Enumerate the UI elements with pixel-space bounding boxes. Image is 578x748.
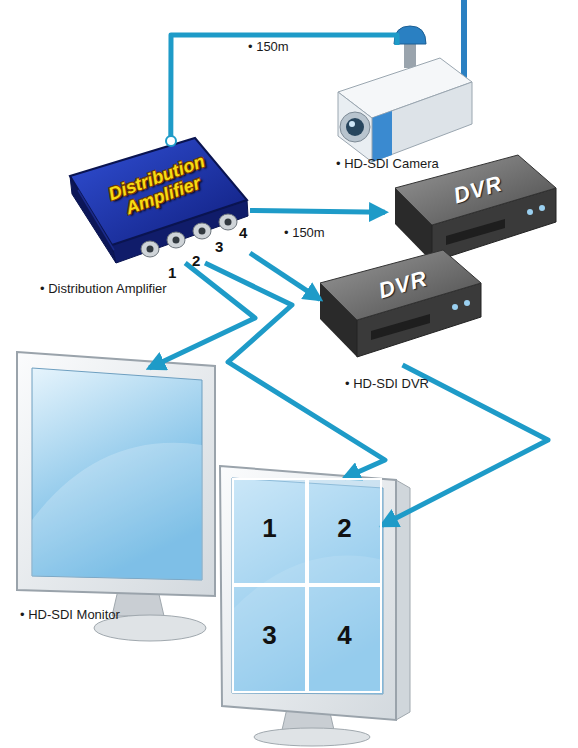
camera-body-side: [372, 82, 472, 162]
device-caption: • Distribution Amplifier: [40, 282, 220, 297]
port-number: 3: [215, 238, 235, 255]
device-caption: • HD-SDI DVR: [345, 377, 495, 392]
monitor-frame: [220, 466, 396, 720]
device-title: Distribution Amplifier: [95, 148, 224, 226]
monitor-frame: [17, 352, 215, 596]
cable-connector: [205, 263, 385, 478]
device-caption: • HD-SDI Monitor: [20, 608, 170, 623]
device-title: DVR: [366, 263, 440, 307]
dvr-recorder: DVR: [385, 155, 557, 265]
screen-quadrant: 2: [307, 478, 382, 585]
device-title: DVR: [441, 168, 515, 212]
port-number: 4: [239, 224, 259, 241]
device-caption: • HD-SDI Camera: [336, 157, 486, 172]
dvr-light: [452, 304, 458, 310]
screen-quadrant: 3: [232, 585, 307, 693]
monitor-screen: [32, 368, 202, 580]
bnc-connector: [219, 214, 237, 230]
port-number: 2: [192, 252, 212, 269]
dvr-light: [464, 300, 470, 306]
bnc-connector: [193, 223, 211, 239]
camera-body-front: [338, 92, 372, 162]
dvr-light: [527, 209, 533, 215]
distance-label: • 150m: [248, 40, 328, 55]
bnc-pin: [225, 219, 232, 226]
bnc-pin: [199, 228, 206, 235]
channel-number: 2: [309, 514, 380, 544]
cable-plug: [166, 136, 176, 146]
camera-lens-glass: [346, 118, 364, 136]
bnc-pin: [147, 246, 154, 253]
camera-lens: [340, 112, 370, 142]
screen-quadrant: 4: [307, 585, 382, 693]
screen-highlight: [32, 443, 202, 580]
amplifier-top: [70, 138, 247, 245]
screen-quadrant: 1: [232, 478, 307, 585]
dvr-tray: [446, 219, 505, 245]
dvr-tray: [371, 314, 430, 340]
hd-sdi-camera: • HD-SDI Camera: [330, 45, 475, 160]
channel-number: 4: [309, 621, 380, 651]
hd-sdi-monitor: 12 34: [232, 478, 382, 693]
dvr-top: [320, 250, 481, 320]
bnc-connector: [141, 241, 159, 257]
hd-sdi-monitor: • HD-SDI Monitor: [32, 368, 202, 578]
bnc-pin: [173, 237, 180, 244]
port-number: 1: [168, 264, 188, 281]
channel-number: 3: [234, 621, 305, 651]
channel-number: 1: [234, 514, 305, 544]
cable-connector: [171, 35, 397, 138]
camera-stripe: [372, 111, 392, 162]
bnc-connector: [167, 232, 185, 248]
lens-highlight: [349, 121, 355, 127]
dvr-recorder-art: [320, 250, 481, 357]
cable-connector: [250, 211, 385, 213]
dvr-recorder: DVR• HD-SDI DVR: [320, 250, 485, 365]
monitor-screen: [232, 478, 383, 694]
dvr-light: [539, 205, 545, 211]
monitor-base: [254, 728, 370, 746]
distance-label: • 150m: [284, 226, 364, 241]
